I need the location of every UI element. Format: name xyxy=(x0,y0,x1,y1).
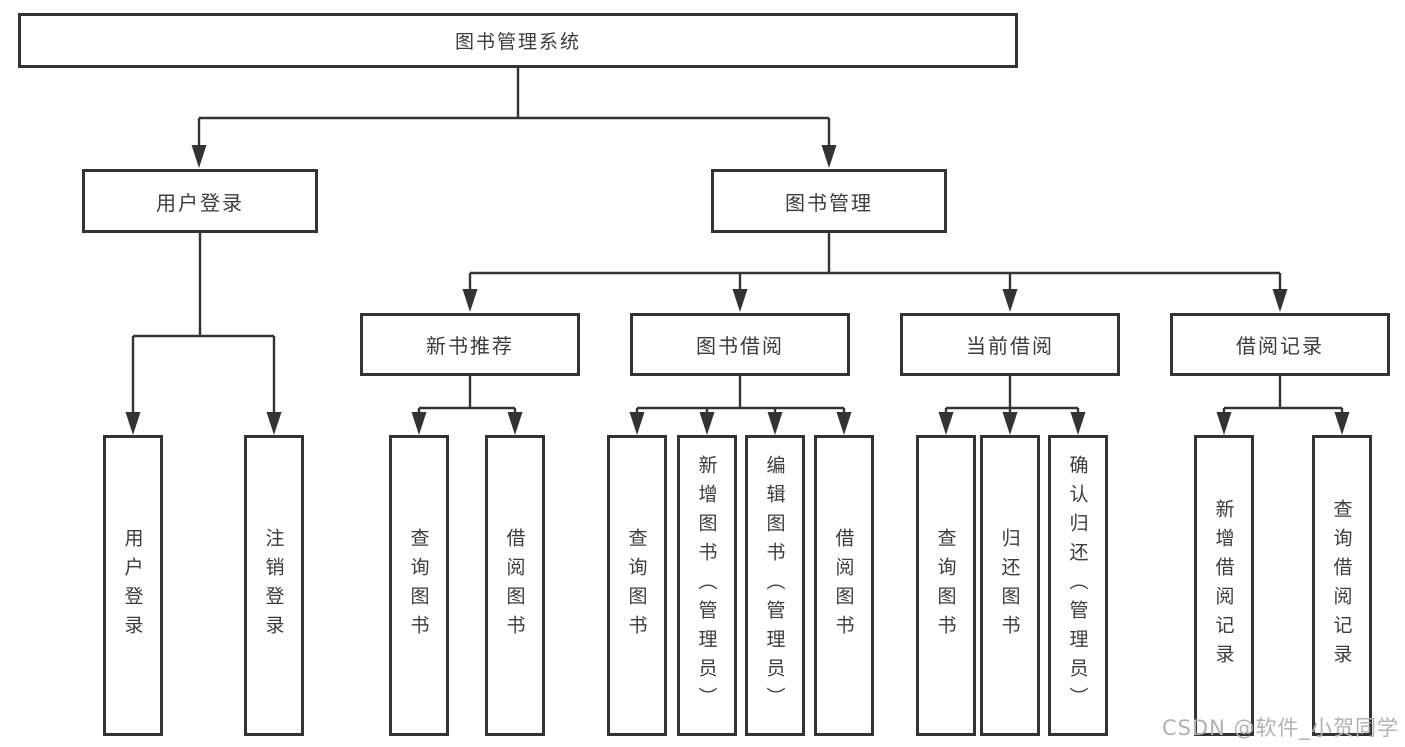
leaf-query-borrow-record: 查询借阅记录 xyxy=(1312,435,1372,736)
edge-root-to-level2 xyxy=(197,68,831,147)
arrowhead-leaf-query-books-3 xyxy=(938,412,954,435)
arrowhead-leaf-add-borrow-record xyxy=(1216,412,1232,435)
arrowhead-leaf-query-books-2 xyxy=(629,412,645,435)
edge-user-login-to-leaves xyxy=(131,233,276,414)
edge-book-borrow-to-leaves xyxy=(635,376,846,414)
edge-book-management-to-level3 xyxy=(468,233,1282,291)
edge-current-borrow-to-leaves xyxy=(944,376,1080,414)
leaf-confirm-return-admin: 确认归还（管理员） xyxy=(1048,435,1108,736)
leaf-query-books-3: 查询图书 xyxy=(916,435,976,736)
edge-new-book-recommend-to-leaves xyxy=(417,376,517,414)
node-book-management: 图书管理 xyxy=(711,169,947,233)
arrowhead-book-borrow xyxy=(732,289,748,312)
arrowhead-user-login xyxy=(191,145,207,168)
csdn-watermark: CSDN @软件_小贺同学 xyxy=(1161,716,1399,740)
leaf-logout-login: 注销登录 xyxy=(244,435,304,736)
arrowhead-leaf-query-borrow-record xyxy=(1334,412,1350,435)
arrowhead-leaf-add-book xyxy=(699,412,715,435)
arrowhead-new-book-recommend xyxy=(462,289,478,312)
arrowhead-leaf-confirm-return xyxy=(1070,412,1086,435)
leaf-edit-book-admin: 编辑图书（管理员） xyxy=(745,435,805,736)
leaf-add-book-admin: 新增图书（管理员） xyxy=(677,435,737,736)
arrowhead-leaf-borrow-books-2 xyxy=(836,412,852,435)
node-book-borrow: 图书借阅 xyxy=(630,313,850,376)
leaf-borrow-books-1: 借阅图书 xyxy=(485,435,545,736)
arrowhead-current-borrow xyxy=(1002,289,1018,312)
leaf-add-borrow-record: 新增借阅记录 xyxy=(1194,435,1254,736)
leaf-query-books-2: 查询图书 xyxy=(607,435,667,736)
node-new-book-recommend: 新书推荐 xyxy=(360,313,580,376)
leaf-user-login: 用户登录 xyxy=(103,435,163,736)
edge-borrow-record-to-leaves xyxy=(1222,376,1344,414)
arrowhead-leaf-edit-book xyxy=(767,412,783,435)
arrowhead-leaf-query-books-1 xyxy=(411,412,427,435)
node-library-management-system: 图书管理系统 xyxy=(18,13,1018,68)
arrowhead-book-management xyxy=(821,145,837,168)
leaf-query-books-1: 查询图书 xyxy=(389,435,449,736)
arrowhead-leaf-user-login xyxy=(125,412,141,435)
leaf-borrow-books-2: 借阅图书 xyxy=(814,435,874,736)
leaf-return-book: 归还图书 xyxy=(980,435,1040,736)
arrowhead-leaf-borrow-books-1 xyxy=(507,412,523,435)
arrowhead-leaf-return-book xyxy=(1002,412,1018,435)
node-borrow-record: 借阅记录 xyxy=(1170,313,1390,376)
arrowhead-borrow-record xyxy=(1272,289,1288,312)
arrowhead-leaf-logout xyxy=(266,412,282,435)
node-current-borrow: 当前借阅 xyxy=(900,313,1120,376)
node-user-login: 用户登录 xyxy=(82,169,318,233)
